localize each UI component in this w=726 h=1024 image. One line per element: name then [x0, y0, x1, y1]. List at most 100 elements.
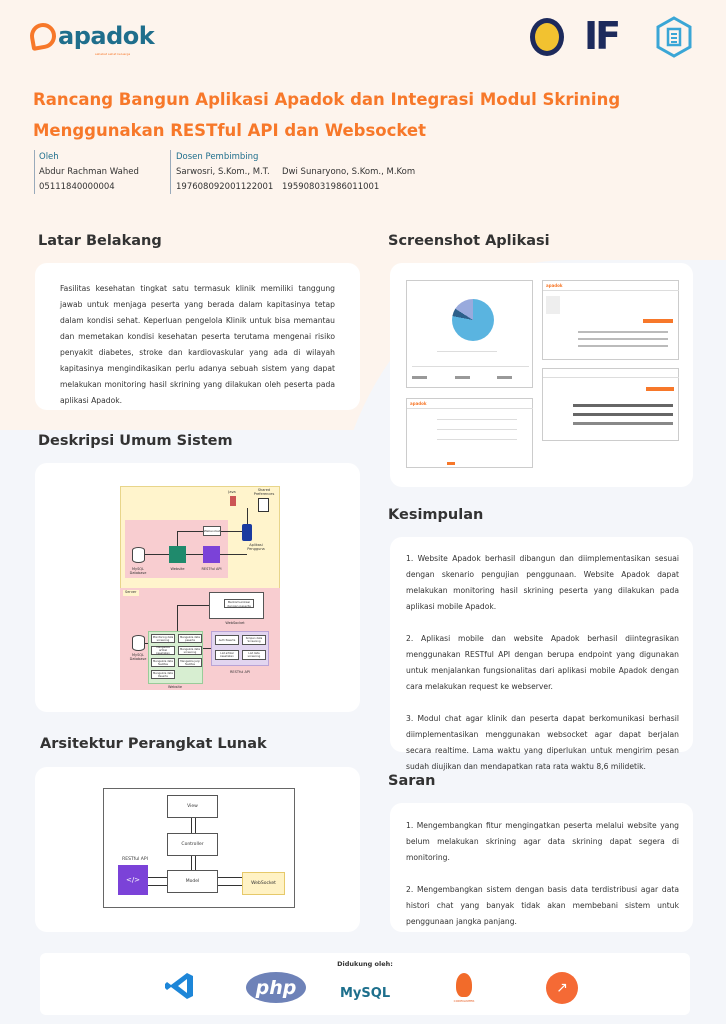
arrow: [220, 554, 247, 555]
author-block: Oleh Abdur Rachman Wahed 05111840000004: [39, 152, 139, 192]
arrow: [177, 605, 178, 631]
section-heading: Deskripsi Umum Sistem: [38, 433, 233, 449]
websocket-group-label: WebSocket: [225, 621, 245, 625]
divider: [170, 150, 171, 194]
suggestion-item: 1. Mengembangkan fitur mengingatkan pese…: [406, 821, 679, 862]
postman-icon: ↗: [546, 972, 578, 1004]
list-screenshot: [542, 368, 679, 441]
system-diagram-card: Java Shared Preferences Websocket Aplika…: [35, 463, 360, 712]
poster-title: Rancang Bangun Aplikasi Apadok dan Integ…: [33, 90, 621, 140]
arrow: [218, 877, 242, 878]
background-card: Fasilitas kesehatan tingkat satu termasu…: [35, 263, 360, 410]
mysql-label: MySQL Database: [129, 653, 147, 661]
restful-label: RESTful API: [201, 567, 222, 571]
its-logo: [530, 18, 564, 56]
section-heading: Latar Belakang: [38, 233, 162, 249]
architecture-card: View Controller Model RESTful API </> We…: [35, 767, 360, 932]
database-icon: [132, 635, 145, 651]
mysql-label: MySQL Database: [129, 567, 147, 575]
department-logo: [655, 16, 693, 58]
model-box: Model: [167, 870, 218, 893]
architecture-diagram: [103, 788, 295, 908]
screenshot-card: apadok apadok: [390, 263, 693, 487]
section-heading: Screenshot Aplikasi: [388, 233, 550, 249]
view-box: View: [167, 795, 218, 818]
suggestion-list: 1. Mengembangkan fitur mengingatkan pese…: [406, 818, 679, 930]
restful-label: RESTful API: [122, 857, 148, 862]
advisor-block-2: Dwi Sunaryono, S.Kom., M.Kom 19590803198…: [282, 167, 416, 192]
website-component: Mengelola data Peserta: [151, 670, 175, 679]
conclusion-list: 1. Website Apadok berhasil dibangun dan …: [406, 551, 679, 775]
api-group-label: RESTful API: [229, 670, 251, 674]
sponsors-card: Didukung oleh: php MySQL CODEIGNITER ↗: [40, 953, 690, 1015]
apadok-logo: apadok sahabat sehat keluarga: [27, 20, 155, 56]
database-icon: [132, 547, 145, 563]
websocket-group: Berkomunikasi dengan peserta: [209, 592, 264, 619]
arrow: [145, 554, 169, 555]
java-icon: [230, 496, 236, 506]
arrow: [195, 856, 196, 870]
heart-stethoscope-icon: [27, 20, 59, 52]
suggestion-item: 2. Mengembangkan sistem dengan basis dat…: [406, 885, 679, 926]
arrow: [191, 856, 192, 870]
suggestion-card: 1. Mengembangkan fitur mengingatkan pese…: [390, 803, 693, 932]
section-heading: Kesimpulan: [388, 507, 484, 523]
if-logo: IF: [584, 14, 621, 58]
arrow: [148, 877, 167, 878]
codeigniter-label: CODEIGNITER: [453, 999, 475, 1003]
websocket-box: WebSocket: [242, 872, 285, 895]
arrow: [145, 643, 148, 644]
arrow: [186, 554, 203, 555]
dashboard-screenshot: [406, 280, 533, 388]
arrow: [195, 818, 196, 833]
website-group-label: Website: [168, 685, 182, 689]
arrow: [247, 508, 248, 524]
app-label: Aplikasi Pengguna: [247, 543, 265, 551]
mysql-logo: MySQL: [340, 986, 391, 1001]
pie-chart: [452, 299, 494, 341]
website-component: Monitoring data screening: [151, 634, 175, 643]
sponsors-label: Didukung oleh:: [337, 960, 393, 968]
website-component: Mengelola data fasilitas: [151, 658, 175, 667]
website-component: Mengelola artikel kesehatan: [151, 646, 175, 655]
api-icon: [203, 546, 220, 563]
screening-screenshot: apadok: [542, 280, 679, 360]
arrow: [177, 531, 178, 546]
arrow: [191, 818, 192, 833]
arrow: [177, 531, 203, 532]
divider: [34, 150, 35, 194]
conclusion-item: 3. Modul chat agar klinik dan peserta da…: [406, 714, 679, 771]
website-component: Mengelola data peserta: [178, 634, 202, 643]
file-icon: [258, 498, 269, 512]
arrow: [203, 648, 211, 649]
controller-box: Controller: [167, 833, 218, 856]
phone-icon: [242, 524, 252, 541]
server-label: Server: [123, 590, 139, 596]
codeigniter-icon: [456, 973, 472, 997]
vscode-icon: [165, 971, 195, 1001]
section-heading: Saran: [388, 773, 436, 789]
php-logo: php: [246, 972, 306, 1003]
advisor-block: Dosen Pembimbing Sarwosri, S.Kom., M.T. …: [176, 152, 274, 192]
java-label: Java: [228, 490, 236, 494]
conclusion-item: 1. Website Apadok berhasil dibangun dan …: [406, 554, 679, 611]
form-screenshot: apadok: [406, 398, 533, 468]
arrow: [148, 885, 167, 886]
websocket-box: Websocket: [203, 526, 221, 536]
api-component: Auth Peserta: [215, 635, 239, 645]
conclusion-card: 1. Website Apadok berhasil dibangun dan …: [390, 537, 693, 771]
arrow: [218, 885, 242, 886]
website-label: Website: [170, 567, 185, 571]
conclusion-item: 2. Aplikasi mobile dan website Apadok be…: [406, 634, 679, 691]
api-component: Simpan data Screening: [242, 635, 266, 645]
api-gateway-icon: </>: [118, 865, 148, 895]
api-component: List data screening: [242, 650, 266, 660]
arrow: [177, 605, 209, 606]
section-heading: Arsitektur Perangkat Lunak: [40, 736, 267, 752]
website-component: Mengelola data screening: [178, 646, 202, 655]
website-icon: [169, 546, 186, 563]
api-component: List artikel kesehatan: [215, 650, 239, 660]
website-component: Mengelola janji fasilitas: [178, 658, 202, 667]
arrow: [221, 531, 242, 532]
shared-pref-label: Shared Preferences: [253, 488, 275, 496]
